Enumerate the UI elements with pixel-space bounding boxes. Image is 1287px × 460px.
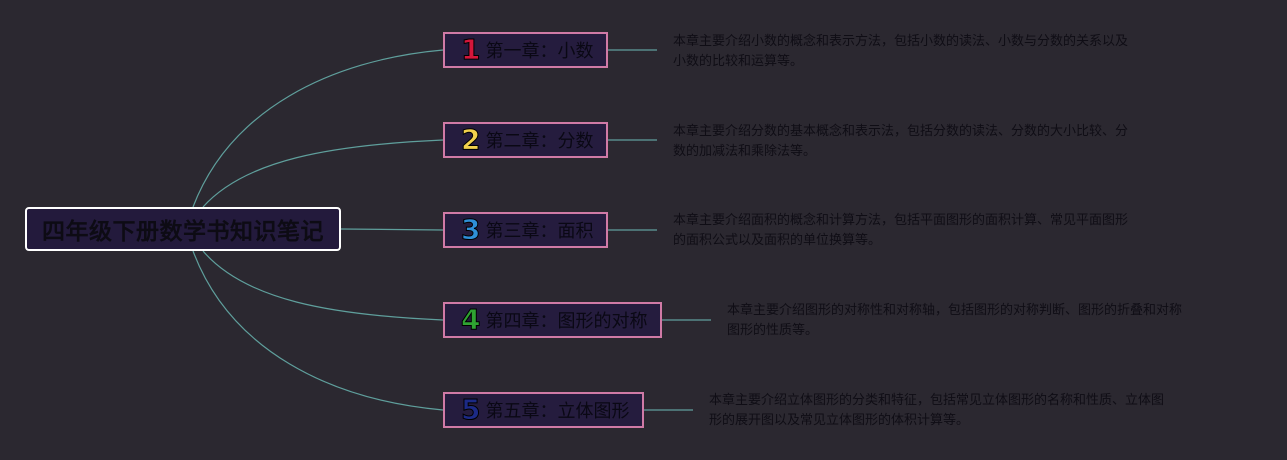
- root-node[interactable]: 四年级下册数学书知识笔记: [25, 207, 341, 251]
- description-line: 本章主要介绍小数的概念和表示方法，包括小数的读法、小数与分数的关系以及: [673, 34, 1129, 49]
- chapter-number-3: 3: [460, 213, 481, 246]
- chapter-node-2[interactable]: 2 第二章：分数: [443, 122, 608, 158]
- link-root-chapter-4: [202, 250, 444, 321]
- link-root-chapter-1: [192, 49, 444, 208]
- description-line: 本章主要介绍图形的对称性和对称轴，包括图形的对称判断、图形的折叠和对称: [727, 303, 1183, 318]
- chapter-title-2: 第二章：分数: [485, 131, 594, 152]
- link-root-chapter-5: [192, 250, 444, 411]
- chapter-description-4: 本章主要介绍图形的对称性和对称轴，包括图形的对称判断、图形的折叠和对称 图形的性…: [727, 301, 1182, 341]
- chapter-node-4[interactable]: 4 第四章：图形的对称: [443, 302, 662, 338]
- chapter-node-5[interactable]: 5 第五章：立体图形: [443, 392, 644, 428]
- link-root-chapter-2: [202, 139, 444, 208]
- chapter-description-5: 本章主要介绍立体图形的分类和特征，包括常见立体图形的名称和性质、立体图 形的展开…: [709, 391, 1164, 431]
- description-line: 本章主要介绍面积的概念和计算方法，包括平面图形的面积计算、常见平面图形: [673, 213, 1129, 228]
- chapter-description-1: 本章主要介绍小数的概念和表示方法，包括小数的读法、小数与分数的关系以及 小数的比…: [673, 32, 1128, 72]
- chapter-number-4: 4: [460, 303, 481, 336]
- description-line: 形的展开图以及常见立体图形的体积计算等。: [709, 413, 970, 428]
- root-title: 四年级下册数学书知识笔记: [42, 219, 324, 245]
- chapter-title-1: 第一章：小数: [485, 41, 594, 62]
- description-line: 小数的比较和运算等。: [673, 54, 804, 69]
- chapter-number-5: 5: [460, 393, 481, 426]
- chapter-title-5: 第五章：立体图形: [485, 401, 630, 422]
- chapter-title-4: 第四章：图形的对称: [485, 311, 648, 332]
- chapter-description-2: 本章主要介绍分数的基本概念和表示法，包括分数的读法、分数的大小比较、分 数的加减…: [673, 122, 1128, 162]
- description-line: 本章主要介绍分数的基本概念和表示法，包括分数的读法、分数的大小比较、分: [673, 124, 1129, 139]
- description-line: 数的加减法和乘除法等。: [673, 144, 817, 159]
- chapter-title-3: 第三章：面积: [485, 221, 594, 242]
- description-line: 的面积公式以及面积的单位换算等。: [673, 233, 882, 248]
- chapter-number-2: 2: [460, 123, 481, 156]
- chapter-description-3: 本章主要介绍面积的概念和计算方法，包括平面图形的面积计算、常见平面图形 的面积公…: [673, 211, 1128, 251]
- link-root-chapter-3: [340, 228, 444, 231]
- chapter-node-3[interactable]: 3 第三章：面积: [443, 212, 608, 248]
- description-line: 图形的性质等。: [727, 323, 819, 338]
- description-line: 本章主要介绍立体图形的分类和特征，包括常见立体图形的名称和性质、立体图: [709, 393, 1165, 408]
- chapter-number-1: 1: [460, 33, 481, 66]
- chapter-node-1[interactable]: 1 第一章：小数: [443, 32, 608, 68]
